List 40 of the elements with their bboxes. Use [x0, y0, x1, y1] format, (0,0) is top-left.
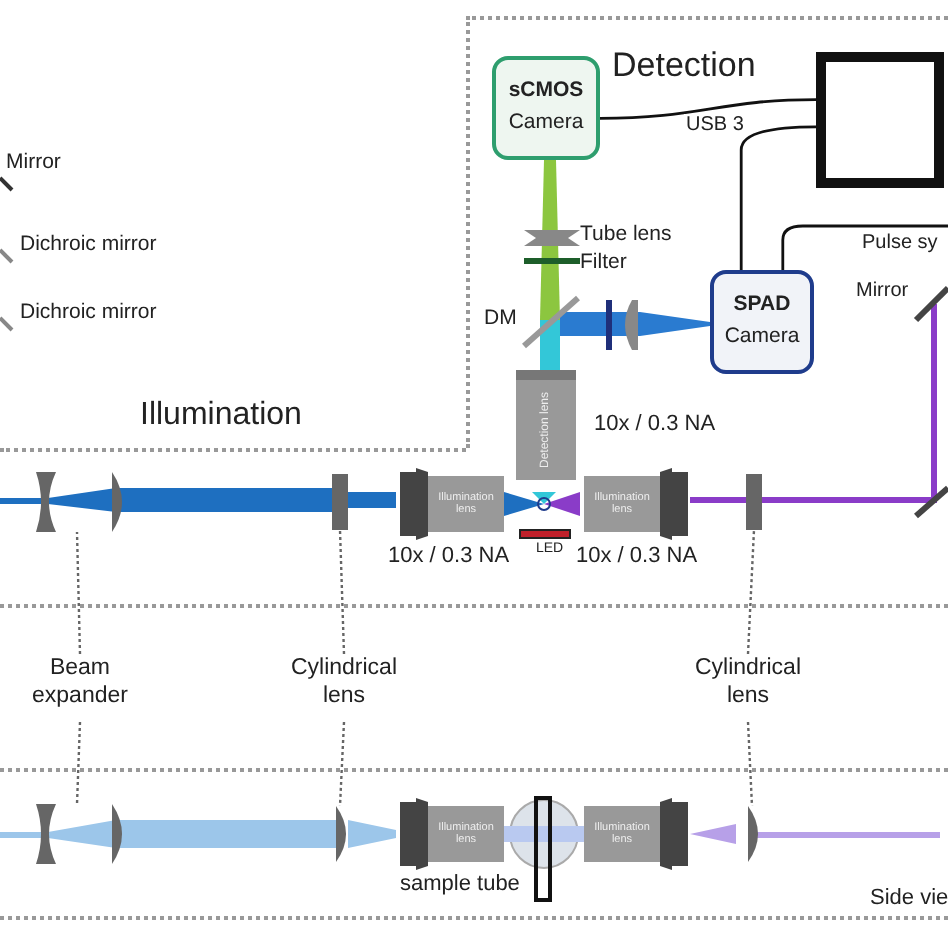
leader-line: [75, 721, 82, 805]
edge-label: USB 3: [684, 114, 746, 136]
part-label: Filter: [580, 252, 627, 276]
callout-label: Cylindrical lens: [680, 654, 816, 722]
section-title: Illumination: [140, 398, 302, 434]
detection-lens: [516, 370, 576, 480]
part-label: Mirror: [856, 280, 909, 302]
illumination-lens: [400, 472, 504, 536]
part-label: 10x / 0.3 NA: [388, 544, 510, 569]
cable-line: [599, 98, 817, 120]
leader-line: [75, 531, 82, 655]
legend-label: Dichroic mirror: [20, 232, 157, 256]
illumination-lens: [584, 802, 688, 866]
camera-box: [710, 270, 814, 374]
callout-label: Cylindrical lens: [276, 654, 412, 722]
leader-line: [746, 721, 754, 807]
cable-line: [781, 224, 948, 270]
camera-label: SPAD Camera: [722, 290, 802, 352]
part-label: 10x / 0.3 NA: [594, 412, 716, 437]
leader-line: [338, 529, 346, 655]
computer-box: [816, 52, 944, 188]
lens-symbol: [328, 474, 352, 530]
section-title: Detection: [612, 48, 756, 86]
part-label: sample tube: [400, 872, 520, 897]
part-label: DM: [484, 308, 517, 332]
view-label: Side vie: [870, 886, 948, 911]
lens-symbol: [742, 474, 766, 530]
camera-label: sCMOS Camera: [506, 76, 586, 138]
camera-box: [492, 56, 600, 160]
edge-label: Pulse sy: [860, 232, 940, 254]
illumination-lens: [400, 802, 504, 866]
part-label: Tube lens: [580, 224, 672, 248]
leader-line: [338, 721, 346, 807]
callout-label: Beam expander: [20, 654, 140, 722]
leader-line: [746, 529, 756, 655]
legend-label: Mirror: [6, 150, 61, 174]
illumination-lens: [584, 472, 688, 536]
cable-line: [739, 125, 816, 270]
legend-label: Dichroic mirror: [20, 300, 157, 324]
part-label: 10x / 0.3 NA: [576, 544, 698, 569]
